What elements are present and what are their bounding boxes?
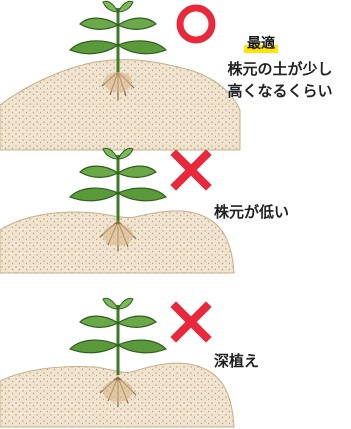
panel-low-base: 株元が低い — [0, 145, 351, 275]
plant-icon — [68, 297, 168, 407]
circle-icon — [176, 4, 216, 44]
seedling-illustration-low-base — [0, 147, 235, 274]
plant-icon — [68, 147, 168, 251]
cross-icon — [170, 149, 212, 191]
panel-deep-planting: 深植え — [0, 293, 351, 429]
plant-icon — [68, 0, 168, 100]
caption-optimal: 株元の土が少し 高くなるくらい — [212, 58, 348, 102]
seedling-illustration-optimal — [0, 0, 241, 151]
cross-icon — [170, 301, 212, 343]
caption-low-base: 株元が低い — [214, 203, 290, 221]
seedling-illustration-deep-planting — [0, 297, 235, 428]
optimal-badge: 最適 — [244, 35, 278, 53]
caption-deep-planting: 深植え — [214, 352, 260, 370]
caption-optimal-line1: 株元の土が少し — [227, 60, 333, 78]
caption-optimal-line2: 高くなるくらい — [227, 82, 333, 100]
panel-optimal: 最適 株元の土が少し 高くなるくらい — [0, 0, 351, 151]
